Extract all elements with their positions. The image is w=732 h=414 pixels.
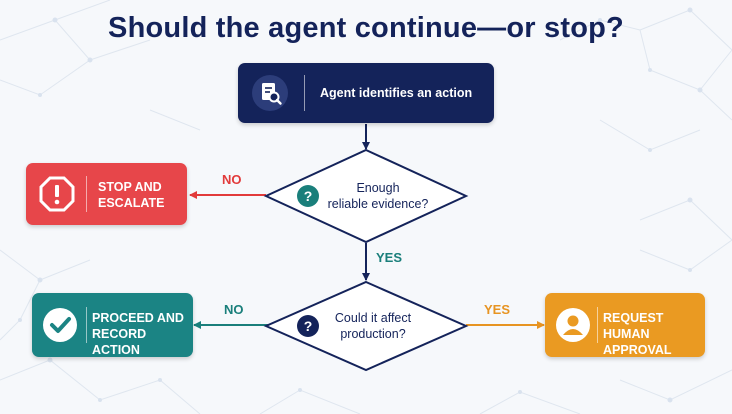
decision2-label-line2: production? (340, 327, 406, 341)
decision2-yes-label: YES (484, 302, 511, 317)
decision1-diamond (263, 148, 469, 244)
stop-escalate-label: STOP AND ESCALATE (98, 179, 164, 211)
decision1-label: Enough reliable evidence? (318, 180, 438, 212)
decision1-label-line2: reliable evidence? (327, 197, 429, 211)
decision1-question-icon: ? (297, 185, 319, 207)
decision2-question-icon: ? (297, 315, 319, 337)
document-search-icon (252, 75, 288, 111)
request-approval-label: REQUEST HUMAN APPROVAL (603, 310, 705, 358)
start-action-label: Agent identifies an action (320, 86, 473, 100)
decision2-label: Could it affect production? (318, 310, 428, 342)
check-circle-icon (43, 308, 77, 342)
svg-text:?: ? (304, 318, 313, 334)
page-title: Should the agent continue—or stop? (108, 12, 624, 44)
request-approval-box: REQUEST HUMAN APPROVAL (545, 293, 705, 357)
proceed-record-box: PROCEED AND RECORD ACTION (32, 293, 193, 357)
decision1-yes-label: YES (376, 250, 403, 265)
decision2-label-line1: Could it affect (334, 311, 412, 325)
stop-escalate-box: STOP AND ESCALATE (26, 163, 187, 225)
decision2-no-label: NO (224, 302, 244, 317)
proceed-record-label: PROCEED AND RECORD ACTION (92, 310, 193, 358)
start-action-box: Agent identifies an action (238, 63, 494, 123)
proceed-line1: PROCEED AND (92, 311, 184, 325)
decision1-label-line1: Enough (356, 181, 400, 195)
person-icon (556, 308, 590, 342)
proceed-line2: RECORD ACTION (92, 327, 147, 357)
svg-text:?: ? (304, 188, 313, 204)
approval-line1: REQUEST HUMAN (603, 311, 664, 341)
stop-line2: ESCALATE (98, 196, 165, 210)
decision2-diamond (263, 280, 469, 372)
stop-line1: STOP AND (98, 180, 162, 194)
exclamation-octagon-icon (39, 176, 75, 212)
decision1-no-label: NO (222, 172, 242, 187)
approval-line2: APPROVAL (603, 343, 672, 357)
